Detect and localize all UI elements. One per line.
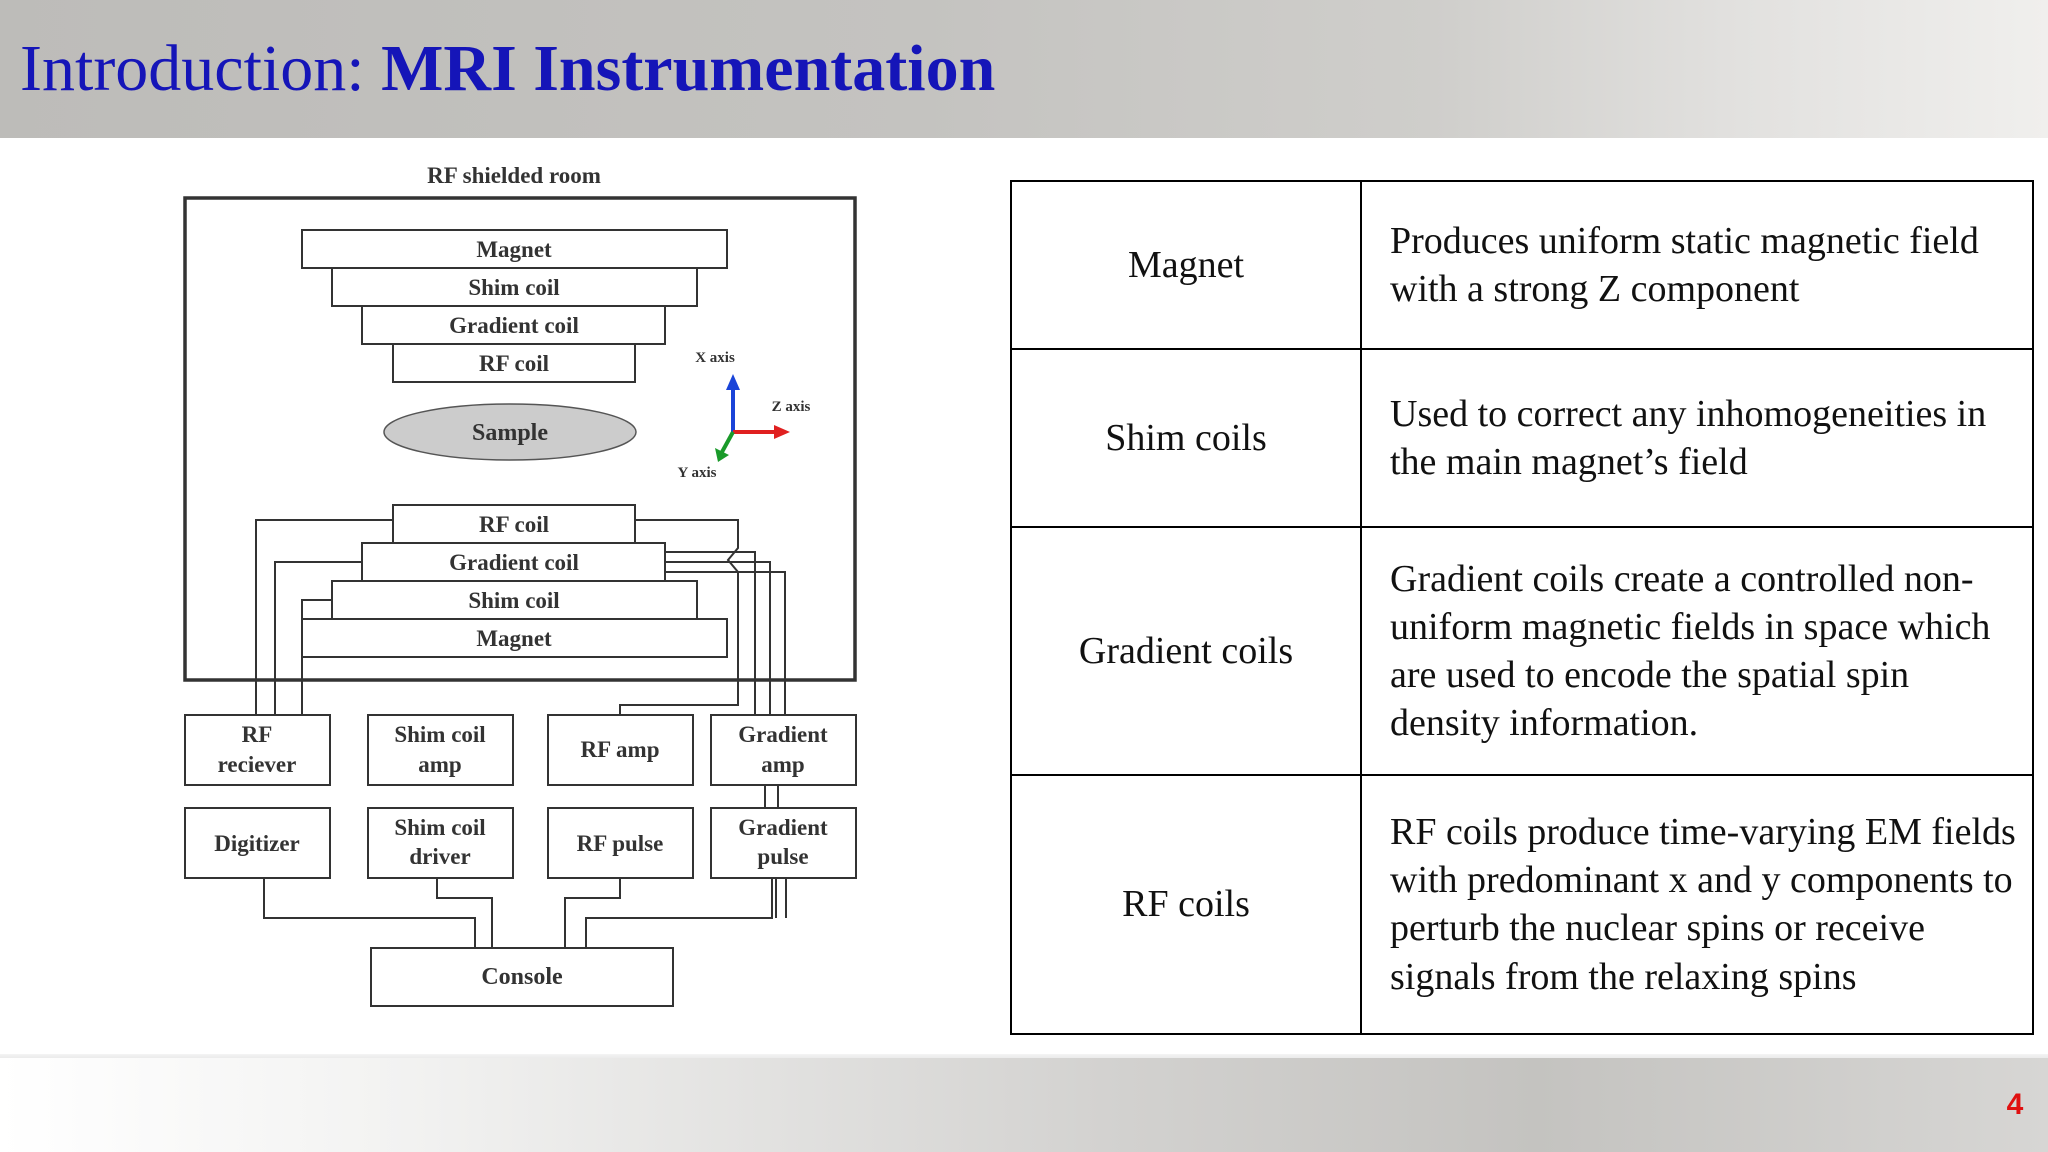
slide-title: Introduction: MRI Instrumentation — [20, 24, 995, 114]
gradient-amp-label-line1: Gradient — [738, 722, 828, 747]
digitizer-label: Digitizer — [214, 831, 300, 856]
wire-shim-driver-to-console — [436, 878, 493, 948]
component-description-table: Magnet Produces uniform static magnetic … — [1010, 179, 2034, 1036]
rf-receiver-label-line2: reciever — [218, 752, 297, 777]
footer-divider — [0, 1054, 2048, 1060]
table-term-cell: RF coils — [1010, 773, 1362, 1036]
bottom-rf-coil-label: RF coil — [479, 512, 549, 537]
shim-coil-amp-box — [367, 714, 514, 786]
table-description-cell: RF coils produce time-varying EM fields … — [1360, 773, 2034, 1036]
top-rf-coil-label: RF coil — [479, 351, 549, 376]
bottom-shim-coil-label: Shim coil — [468, 588, 559, 613]
rf-pulse-box — [547, 807, 694, 879]
rf-amp-box — [547, 714, 694, 786]
sample-ellipse — [383, 403, 637, 461]
footer-band — [0, 1058, 2048, 1152]
top-magnet-label: Magnet — [476, 237, 552, 262]
title-main: MRI Instrumentation — [381, 32, 996, 105]
shim-coil-driver-label-line2: driver — [409, 844, 470, 869]
table-term-cell: Gradient coils — [1010, 526, 1362, 776]
y-axis-label: Y axis — [677, 465, 716, 481]
page-number: 4 — [2006, 1088, 2024, 1121]
y-axis-arrowhead — [715, 448, 729, 462]
table-term-cell: Shim coils — [1010, 348, 1362, 529]
y-axis-arrow — [720, 431, 735, 453]
console-box — [370, 947, 674, 1007]
wire-rf-coil-to-rf-amp — [619, 519, 739, 715]
console-label: Console — [481, 964, 563, 990]
top-magnet-box — [301, 229, 728, 269]
coordinate-axes — [715, 374, 790, 462]
wire-gradient-y — [665, 561, 771, 715]
rf-shielded-room-label: RF shielded room — [427, 163, 601, 188]
table-description-cell: Gradient coils create a controlled non-u… — [1360, 526, 2034, 776]
top-shim-coil-label: Shim coil — [468, 275, 559, 300]
gradient-amp-box — [710, 714, 857, 786]
table-description-cell: Produces uniform static magnetic field w… — [1360, 179, 2034, 351]
header-band — [0, 0, 2048, 138]
table-description-cell: Used to correct any inhomogeneities in t… — [1360, 348, 2034, 529]
wire-digitizer-to-console — [263, 878, 476, 948]
wire-rf-coil-to-receiver — [255, 519, 393, 715]
rf-amp-label: RF amp — [580, 737, 659, 762]
digitizer-box — [184, 807, 331, 879]
top-gradient-coil-label: Gradient coil — [449, 313, 579, 338]
bottom-gradient-coil-label: Gradient coil — [449, 550, 579, 575]
gradient-pulse-label-line2: pulse — [757, 844, 808, 869]
top-shim-coil-box — [331, 267, 698, 307]
shim-coil-amp-label-line2: amp — [418, 752, 461, 777]
top-rf-coil-box — [392, 343, 636, 383]
z-axis-arrowhead — [774, 425, 790, 439]
gradient-pulse-label-line1: Gradient — [738, 815, 828, 840]
gradient-amp-label-line2: amp — [761, 752, 804, 777]
gradient-pulse-box — [710, 807, 857, 879]
mri-block-diagram: RF shielded room Magnet Shim coil Gradie… — [183, 163, 857, 1007]
table-term-cell: Magnet — [1010, 179, 1362, 351]
wire-gradient-to-shim-amp — [274, 561, 362, 715]
x-axis-arrowhead — [726, 374, 740, 390]
z-axis-label: Z axis — [772, 399, 811, 415]
x-axis-label: X axis — [695, 350, 735, 366]
wire-shim-coil-to-shim-amp — [301, 599, 332, 715]
table-row: RF coils RF coils produce time-varying E… — [1010, 773, 2034, 1036]
table-row: Gradient coils Gradient coils create a c… — [1010, 526, 2034, 776]
table-row: Magnet Produces uniform static magnetic … — [1010, 179, 2034, 351]
shim-coil-amp-label-line1: Shim coil — [394, 722, 485, 747]
shim-coil-driver-label-line1: Shim coil — [394, 815, 485, 840]
bottom-magnet-label: Magnet — [476, 626, 552, 651]
title-prefix: Introduction: — [20, 32, 382, 105]
rf-receiver-box — [184, 714, 331, 786]
wire-gradient-pulse-to-console — [585, 878, 773, 948]
wire-gradient-z — [665, 571, 786, 715]
shim-coil-driver-box — [367, 807, 514, 879]
rf-receiver-label-line1: RF — [242, 722, 273, 747]
table-row: Shim coils Used to correct any inhomogen… — [1010, 348, 2034, 529]
wire-rf-pulse-to-console — [564, 878, 621, 948]
sample-label: Sample — [472, 420, 548, 446]
wire-gradient-x — [665, 551, 756, 715]
rf-pulse-label: RF pulse — [577, 831, 664, 856]
